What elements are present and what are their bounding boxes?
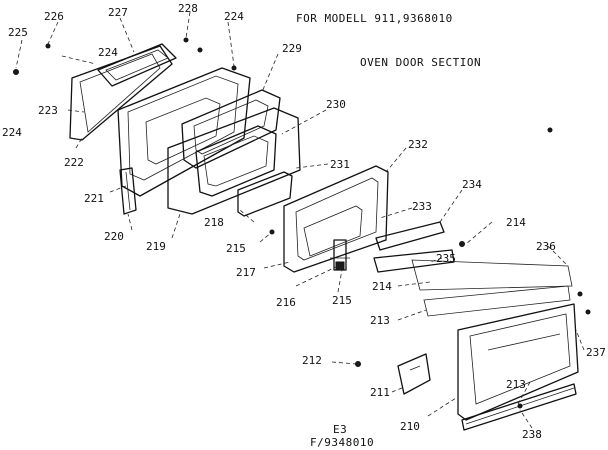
label-221: 221 bbox=[84, 192, 104, 205]
part-220-strip bbox=[119, 167, 137, 215]
fasteners bbox=[13, 37, 591, 409]
label-227: 227 bbox=[108, 6, 128, 19]
label-213-right: 213 bbox=[506, 378, 526, 391]
part-227-plate bbox=[97, 43, 177, 87]
label-225: 225 bbox=[8, 26, 28, 39]
label-214-right: 214 bbox=[506, 216, 526, 229]
label-224-top: 224 bbox=[224, 10, 244, 23]
part-232-liner bbox=[283, 165, 389, 273]
label-220: 220 bbox=[104, 230, 124, 243]
label-233: 233 bbox=[412, 200, 432, 213]
label-211: 211 bbox=[370, 386, 390, 399]
part-216-latch bbox=[330, 239, 350, 271]
section-title: OVEN DOOR SECTION bbox=[360, 56, 481, 69]
label-232: 232 bbox=[408, 138, 428, 151]
model-header: FOR MODELL 911,9368010 bbox=[296, 12, 453, 25]
label-222: 222 bbox=[64, 156, 84, 169]
label-219: 219 bbox=[146, 240, 166, 253]
label-214-mid: 214 bbox=[372, 280, 392, 293]
footer-ref: F/9348010 bbox=[310, 436, 374, 449]
label-216: 216 bbox=[276, 296, 296, 309]
part-218-gasket bbox=[237, 171, 293, 217]
part-211-bracket bbox=[397, 353, 431, 395]
part-labels: 225 226 227 228 224 224 224 229 223 230 … bbox=[2, 2, 606, 441]
label-236: 236 bbox=[536, 240, 556, 253]
label-217: 217 bbox=[236, 266, 256, 279]
part-219-door-panel bbox=[167, 107, 301, 215]
label-215-mid: 215 bbox=[332, 294, 352, 307]
label-235: 235 bbox=[436, 252, 456, 265]
label-234: 234 bbox=[462, 178, 482, 191]
label-228: 228 bbox=[178, 2, 198, 15]
label-238: 238 bbox=[522, 428, 542, 441]
label-212: 212 bbox=[302, 354, 322, 367]
label-223: 223 bbox=[38, 104, 58, 117]
part-229-glass-frame bbox=[181, 89, 281, 169]
label-230: 230 bbox=[326, 98, 346, 111]
leader-lines bbox=[15, 11, 585, 429]
part-235-outer-frame bbox=[373, 249, 573, 317]
label-224-left: 224 bbox=[2, 126, 22, 139]
label-218: 218 bbox=[204, 216, 224, 229]
label-215-left: 215 bbox=[226, 242, 246, 255]
label-226: 226 bbox=[44, 10, 64, 23]
part-234-brace bbox=[375, 221, 445, 251]
label-231: 231 bbox=[330, 158, 350, 171]
label-210: 210 bbox=[400, 420, 420, 433]
label-224-mid: 224 bbox=[98, 46, 118, 59]
footer-code: E3 bbox=[333, 423, 347, 436]
label-229: 229 bbox=[282, 42, 302, 55]
label-213-left: 213 bbox=[370, 314, 390, 327]
label-237: 237 bbox=[586, 346, 606, 359]
